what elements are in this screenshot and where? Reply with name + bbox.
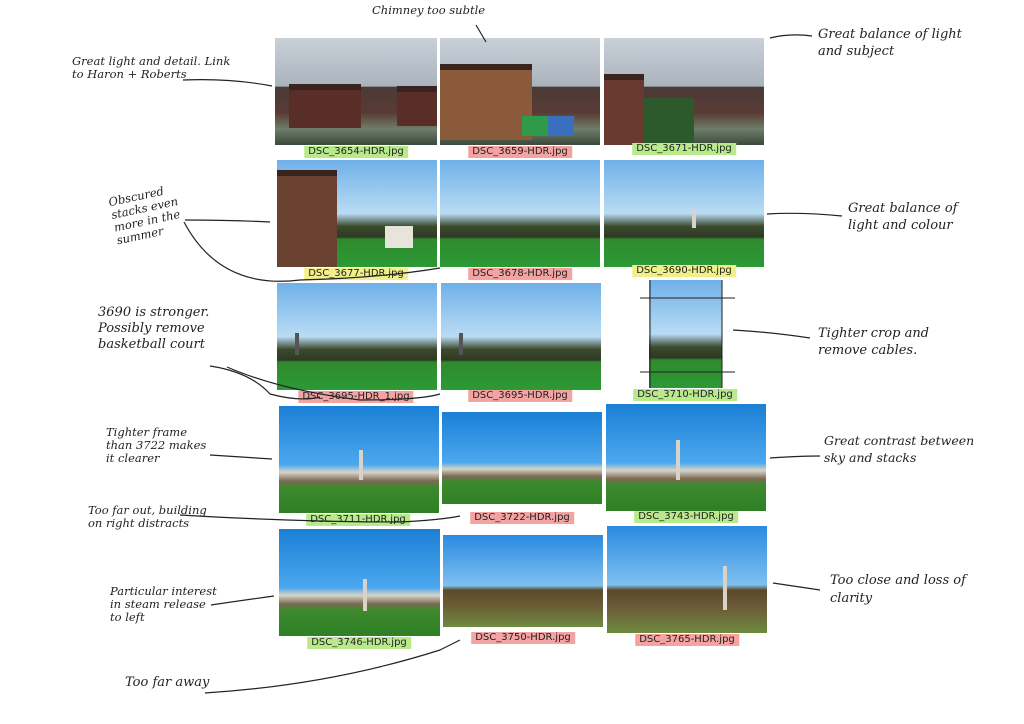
note-3722: Too far out, building on right distracts: [88, 503, 207, 530]
photo-3677: [277, 160, 437, 267]
photo-3746: [279, 529, 440, 636]
photo-3671: [604, 38, 764, 145]
photo-3695: [441, 283, 601, 390]
photo-label: DSC_3710-HDR.jpg: [633, 389, 737, 401]
photo-label: DSC_3695-HDR.jpg: [468, 390, 572, 402]
photo-label: DSC_3746-HDR.jpg: [307, 637, 411, 649]
photo-label: DSC_3765-HDR.jpg: [635, 634, 739, 646]
photo-label: DSC_3722-HDR.jpg: [470, 512, 574, 524]
note-3671: Great balance of light and subject: [818, 27, 962, 59]
note-3750: Too far away: [125, 675, 210, 690]
photo-3765: [607, 526, 767, 633]
note-3659: Chimney too subtle: [372, 3, 486, 17]
photo-label: DSC_3654-HDR.jpg: [304, 146, 408, 158]
photo-3690: [604, 160, 764, 267]
photo-3654: [275, 38, 437, 145]
photo-label: DSC_3690-HDR.jpg: [632, 265, 736, 277]
note-3654: Great light and detail. Link to Haron + …: [72, 54, 231, 81]
photo-label: DSC_3678-HDR.jpg: [468, 268, 572, 280]
photo-label: DSC_3711-HDR.jpg: [306, 514, 410, 526]
photo-3711: [279, 406, 439, 513]
note-3765: Too close and loss of clarity: [830, 573, 966, 606]
photo-label: DSC_3659-HDR.jpg: [468, 146, 572, 158]
photo-label: DSC_3750-HDR.jpg: [471, 632, 575, 644]
note-3690: Great balance of light and colour: [848, 201, 958, 233]
photo-3659: [440, 38, 600, 145]
photo-3695-1: [277, 283, 437, 390]
photo-3743: [606, 404, 766, 511]
photo-3750: [443, 535, 603, 627]
photo-label: DSC_3743-HDR.jpg: [634, 511, 738, 523]
photo-label: DSC_3671-HDR.jpg: [632, 143, 736, 155]
note-3710: Tighter crop and remove cables.: [818, 326, 930, 358]
note-3695: 3690 is stronger. Possibly remove basket…: [98, 305, 210, 352]
note-3743: Great contrast between sky and stacks: [824, 433, 975, 465]
photo-3678: [440, 160, 600, 267]
photo-3722: [442, 412, 602, 504]
photo-label: DSC_3677-HDR.jpg: [304, 268, 408, 280]
note-3746: Particular interest in steam release to …: [110, 584, 217, 624]
note-3711: Tighter frame than 3722 makes it clearer: [106, 425, 207, 465]
